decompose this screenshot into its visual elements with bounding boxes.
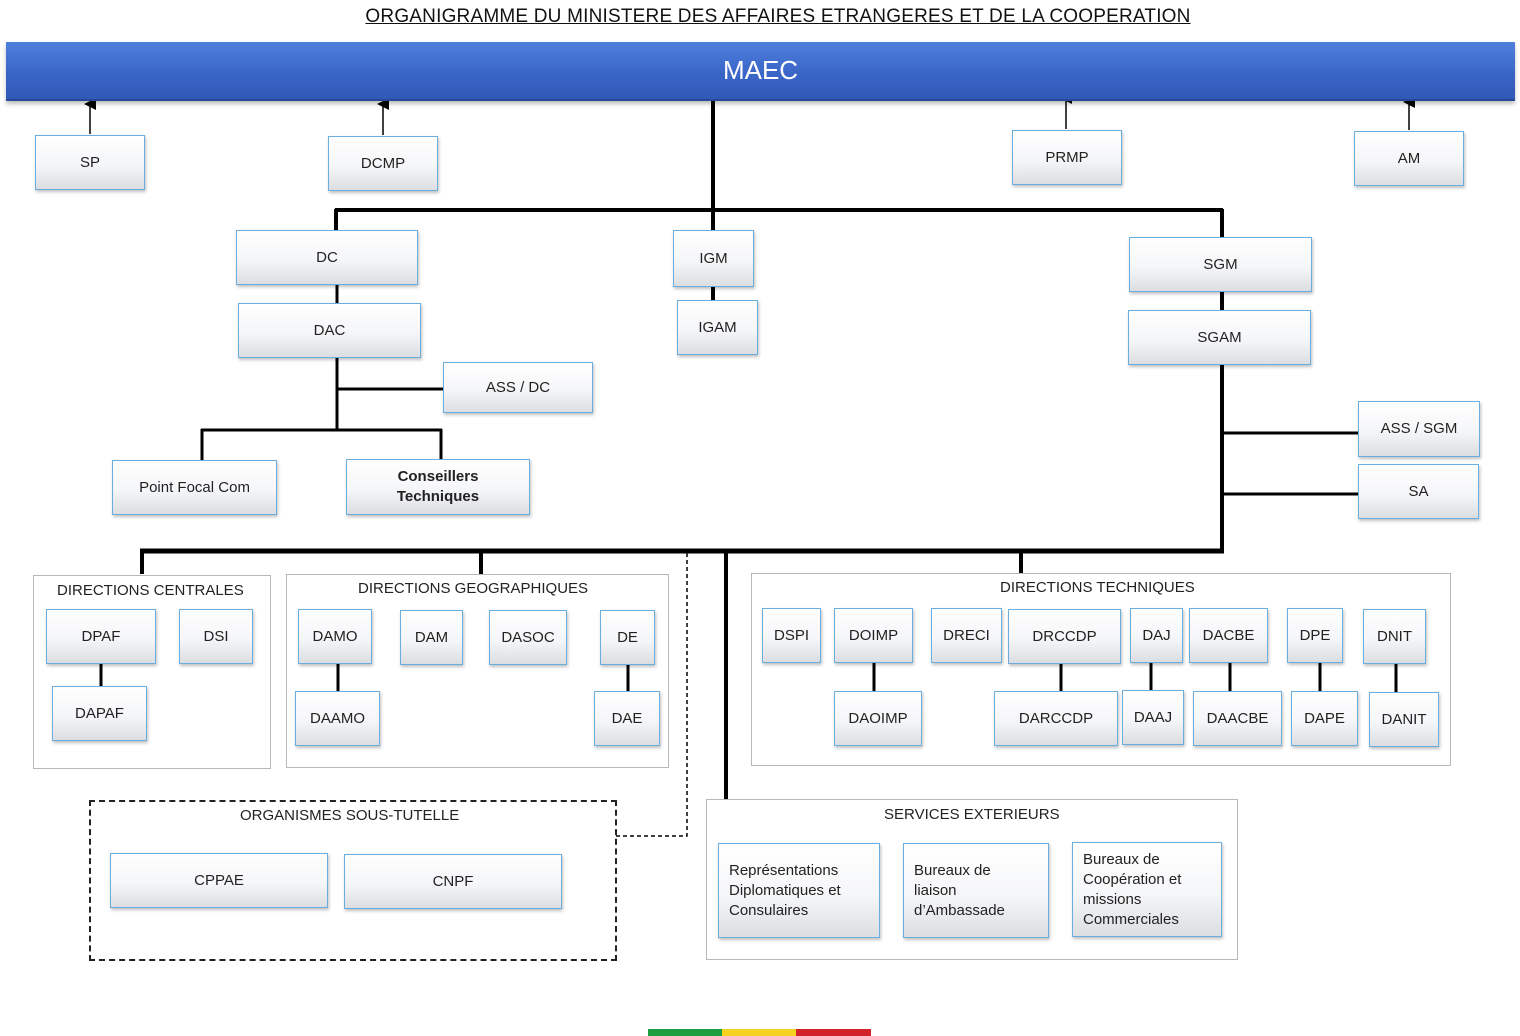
node-sp: SP xyxy=(35,135,145,190)
node-igm: IGM xyxy=(673,230,754,287)
node-damo: DAMO xyxy=(298,609,372,664)
flag-stripe-red xyxy=(796,1029,871,1036)
group-directions-techniques xyxy=(751,573,1451,766)
node-daacbe: DAACBE xyxy=(1193,691,1282,746)
node-am: AM xyxy=(1354,131,1464,186)
node-dapaf: DAPAF xyxy=(52,686,147,741)
group-services-exterieurs xyxy=(706,799,1238,960)
node-dnit: DNIT xyxy=(1363,609,1426,664)
node-daaj: DAAJ xyxy=(1122,690,1184,745)
node-dpe: DPE xyxy=(1287,608,1343,663)
node-dam: DAM xyxy=(400,610,463,665)
node-dape: DAPE xyxy=(1291,691,1358,746)
node-representations: Représentations Diplomatiques et Consula… xyxy=(718,843,880,938)
node-dspi: DSPI xyxy=(762,608,821,663)
node-dasoc: DASOC xyxy=(489,610,567,665)
flag-stripe-yellow xyxy=(722,1029,796,1036)
node-daamo: DAAMO xyxy=(295,691,380,746)
node-cppae: CPPAE xyxy=(110,853,328,908)
page-title: ORGANIGRAMME DU MINISTERE DES AFFAIRES E… xyxy=(365,6,1191,27)
node-dc: DC xyxy=(236,230,418,285)
node-sa: SA xyxy=(1358,464,1479,519)
node-dac: DAC xyxy=(238,303,421,358)
group-directions-geographiques xyxy=(286,574,669,768)
node-dpaf: DPAF xyxy=(46,609,156,664)
node-sgam: SGAM xyxy=(1128,310,1311,365)
group-label-geographiques: DIRECTIONS GEOGRAPHIQUES xyxy=(358,580,589,597)
node-dreci: DRECI xyxy=(931,608,1002,663)
node-ass-dc: ASS / DC xyxy=(443,362,593,413)
maec-banner: MAEC xyxy=(6,42,1515,101)
node-conseillers-techniques: Conseillers Techniques xyxy=(346,459,530,515)
node-cnpf: CNPF xyxy=(344,854,562,909)
node-ass-sgm: ASS / SGM xyxy=(1358,401,1480,457)
group-organismes-sous-tutelle xyxy=(89,800,617,961)
node-dae: DAE xyxy=(594,691,660,746)
node-doimp: DOIMP xyxy=(834,608,913,663)
node-bureaux-liaison: Bureaux de liaison d’Ambassade xyxy=(903,843,1049,938)
node-de: DE xyxy=(600,610,655,665)
node-drccdp: DRCCDP xyxy=(1008,609,1121,664)
node-sgm: SGM xyxy=(1129,237,1312,292)
node-prmp: PRMP xyxy=(1012,130,1122,185)
group-directions-centrales xyxy=(33,575,271,769)
node-dsi: DSI xyxy=(179,609,253,664)
flag-stripe-green xyxy=(648,1029,722,1036)
group-label-techniques: DIRECTIONS TECHNIQUES xyxy=(1000,579,1195,596)
node-point-focal-com: Point Focal Com xyxy=(112,460,277,515)
node-dacbe: DACBE xyxy=(1189,608,1268,663)
group-label-tutelle: ORGANISMES SOUS-TUTELLE xyxy=(240,807,460,824)
group-label-centrales: DIRECTIONS CENTRALES xyxy=(57,582,244,599)
node-bureaux-cooperation: Bureaux de Coopération et missions Comme… xyxy=(1072,842,1222,937)
group-label-exterieurs: SERVICES EXTERIEURS xyxy=(884,806,1060,823)
node-dcmp: DCMP xyxy=(328,136,438,191)
node-danit: DANIT xyxy=(1369,692,1439,747)
node-darccdp: DARCCDP xyxy=(994,691,1118,746)
node-daoimp: DAOIMP xyxy=(834,691,922,746)
node-daj: DAJ xyxy=(1130,608,1183,663)
node-igam: IGAM xyxy=(677,300,758,355)
